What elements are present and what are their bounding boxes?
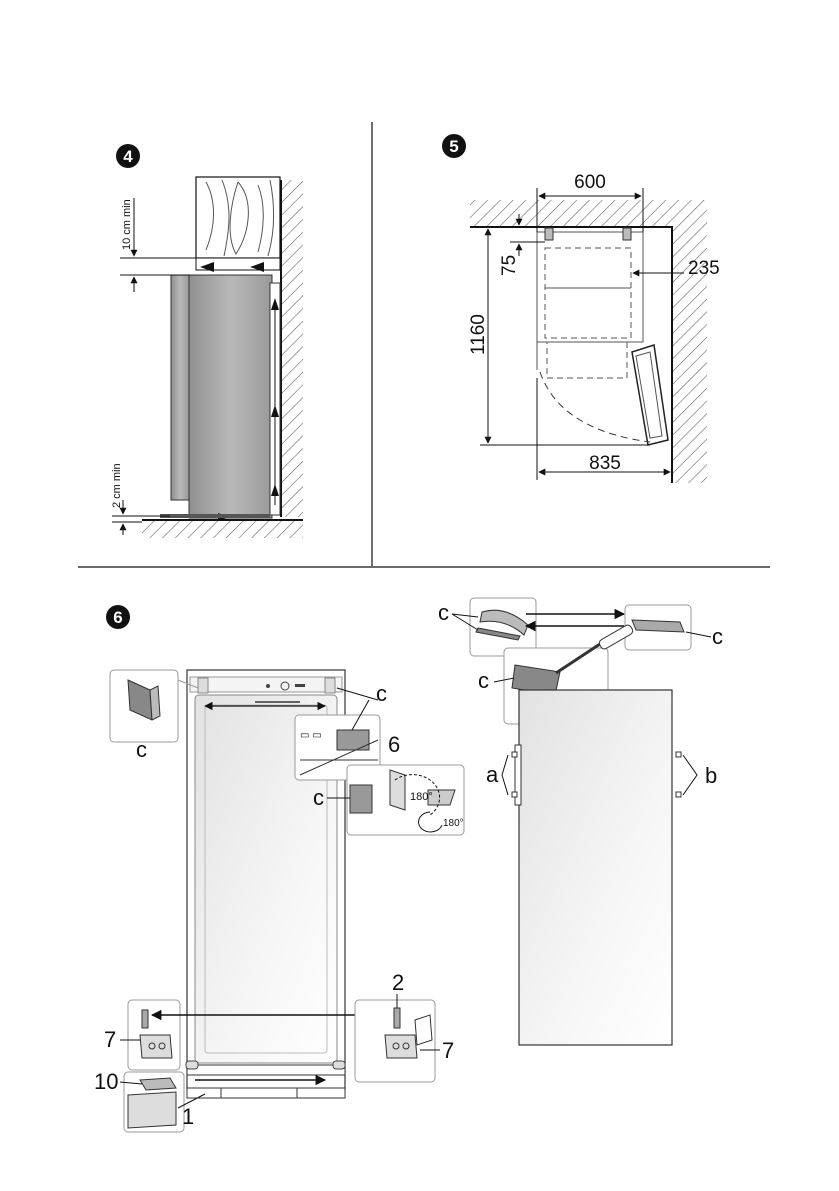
- label-c-screwdriver: c: [478, 668, 489, 693]
- top-clearance-label: 10 cm min: [121, 199, 133, 250]
- label-one: 1: [182, 1104, 194, 1129]
- rear-gap-dimension: 75: [499, 255, 520, 276]
- appliance-body: [189, 275, 272, 518]
- rotation-180-b: 180°: [443, 818, 464, 829]
- depth-dimension: 1160: [468, 314, 489, 355]
- door-panel-right: [519, 690, 672, 1045]
- label-ten: 10: [94, 1069, 118, 1094]
- figure-4: 4 10 cm min 2 cm min: [111, 144, 303, 538]
- door-swing-dimension: 835: [589, 453, 621, 474]
- figure-6-badge-number: 6: [113, 608, 122, 627]
- appliance-door-side: [171, 275, 189, 500]
- label-c-left: c: [136, 737, 147, 762]
- figure-6: 6 c c ▭ ▭ 6: [94, 598, 723, 1132]
- svg-text:▭ ▭: ▭ ▭: [300, 730, 322, 741]
- label-c-far-right: c: [712, 624, 723, 649]
- wall-hatch: [281, 180, 303, 517]
- door-swing-arc: [540, 372, 650, 442]
- rotation-180-a: 180°: [410, 791, 433, 803]
- open-door: [632, 345, 668, 445]
- width-dimension: 600: [574, 172, 606, 193]
- figure-4-badge-number: 4: [123, 147, 133, 166]
- label-seven-right: 7: [442, 1038, 454, 1063]
- label-c-top-right: c: [376, 681, 387, 706]
- label-a: a: [486, 762, 499, 787]
- label-b: b: [705, 763, 717, 788]
- figure-5-badge-number: 5: [449, 137, 458, 156]
- wooden-cabinet: [196, 177, 280, 258]
- label-two: 2: [392, 970, 404, 995]
- label-seven-left: 7: [104, 1027, 116, 1052]
- bottom-clearance-label: 2 cm min: [111, 463, 123, 508]
- figure-5: 5 600 75 235 1160: [442, 134, 720, 483]
- side-gap-dimension: 235: [688, 258, 720, 279]
- label-c-hinge: c: [313, 785, 324, 810]
- rear-wall-hatch: [470, 200, 707, 227]
- floor-hatch: [142, 520, 303, 538]
- label-c-top-left: c: [438, 600, 449, 625]
- label-six: 6: [388, 732, 400, 757]
